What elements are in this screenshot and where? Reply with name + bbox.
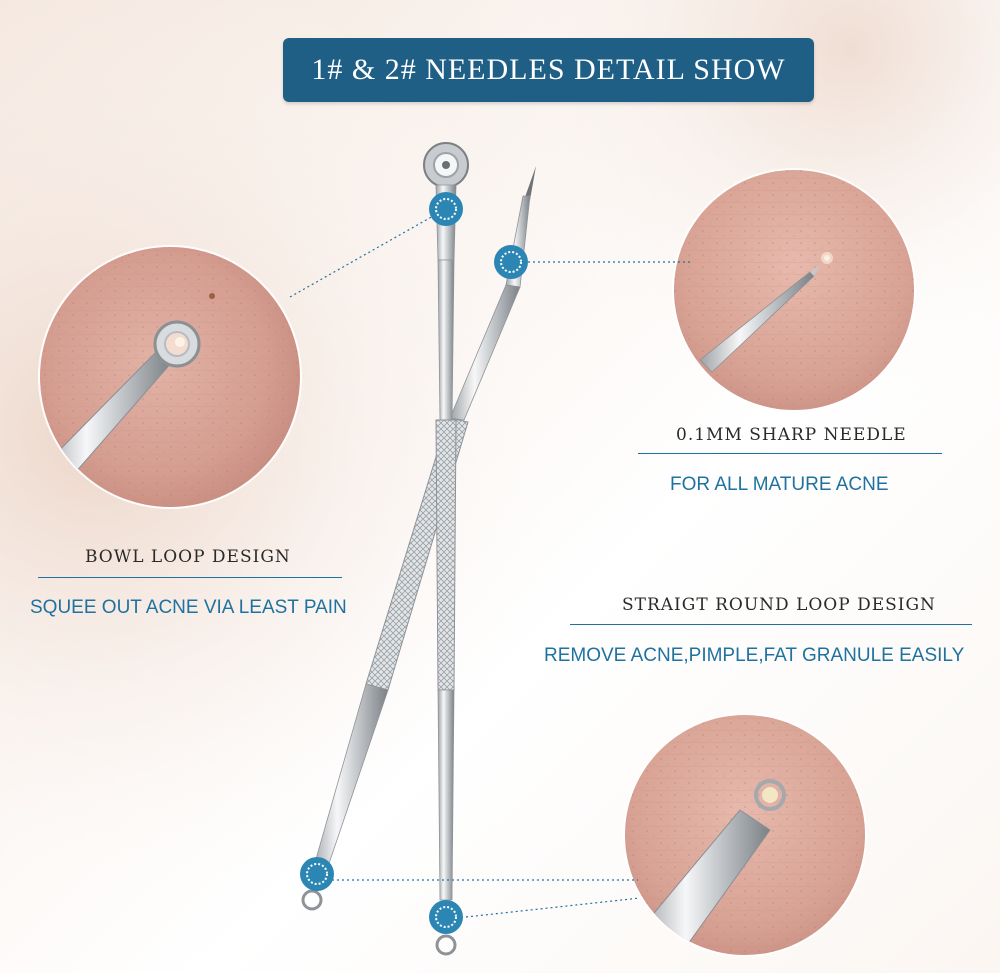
round-loop-closeup — [623, 713, 867, 957]
sharp-needle-title: 0.1MM SHARP NEEDLE — [676, 425, 907, 445]
sharp-needle-desc: FOR ALL MATURE ACNE — [670, 474, 889, 495]
sharp-needle-divider — [638, 453, 942, 454]
page-title: 1# & 2# NEEDLES DETAIL SHOW — [311, 53, 786, 86]
bowl-loop-desc: SQUEE OUT ACNE VIA LEAST PAIN — [30, 597, 347, 618]
bowl-loop-closeup — [38, 245, 302, 509]
bowl-loop-title: BOWL LOOP DESIGN — [85, 547, 291, 567]
page-title-banner: 1# & 2# NEEDLES DETAIL SHOW — [283, 38, 814, 102]
marker-round-loop — [429, 900, 463, 934]
bowl-loop-divider — [38, 577, 342, 578]
marker-sharp-needle — [494, 245, 528, 279]
marker-bowl-loop — [429, 192, 463, 226]
round-loop-divider — [570, 624, 972, 625]
connector-lines — [289, 214, 690, 918]
sharp-needle-closeup — [672, 168, 916, 412]
round-loop-desc: REMOVE ACNE,PIMPLE,FAT GRANULE EASILY — [544, 645, 965, 666]
bowl-loop-tool — [423, 142, 469, 956]
marker-needle-end — [300, 857, 334, 891]
round-loop-title: STRAIGT ROUND LOOP DESIGN — [622, 595, 936, 615]
